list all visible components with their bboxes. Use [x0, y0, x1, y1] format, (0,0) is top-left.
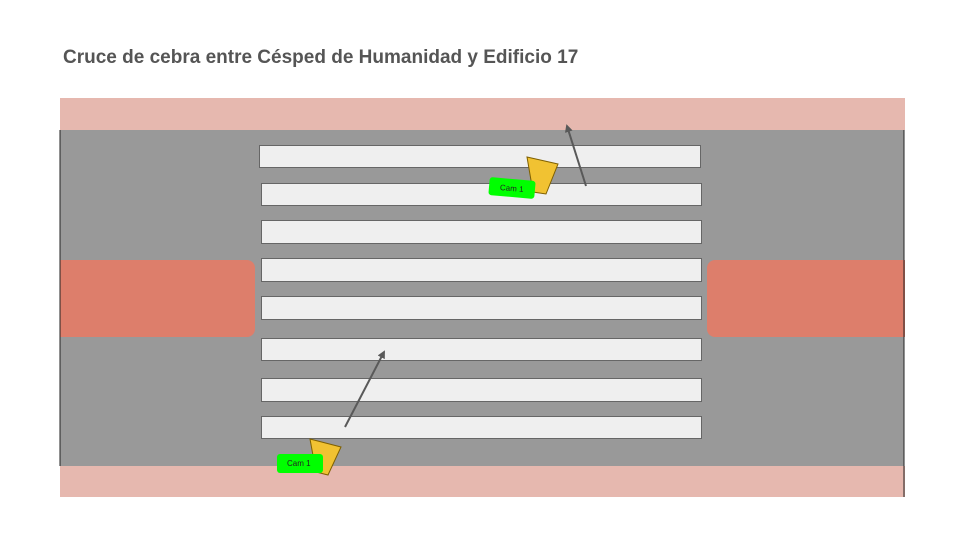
lawn-right: [707, 260, 912, 337]
stripe: [261, 338, 702, 361]
stripe: [261, 183, 702, 206]
stripe: [261, 220, 702, 244]
camera-label-bg: [277, 454, 323, 473]
page-title: Cruce de cebra entre Césped de Humanidad…: [63, 47, 579, 68]
direction-arrow: [564, 124, 587, 187]
stripe: [261, 416, 702, 439]
camera-top: Cam 1: [488, 124, 587, 199]
lawn-left: [50, 260, 255, 337]
sidewalk-bottom: [60, 466, 905, 497]
camera-label-bg: [488, 177, 536, 199]
stripe: [261, 296, 702, 320]
camera-label: Cam 1: [500, 183, 525, 194]
stripe: [259, 145, 701, 168]
sidewalk-top: [60, 98, 905, 130]
zebra-stripes: [259, 145, 702, 439]
stripe: [261, 258, 702, 282]
direction-arrow: [344, 350, 385, 428]
camera-label: Cam 1: [287, 459, 311, 468]
stripe: [261, 378, 702, 402]
camera-bottom: Cam 1: [277, 350, 385, 476]
